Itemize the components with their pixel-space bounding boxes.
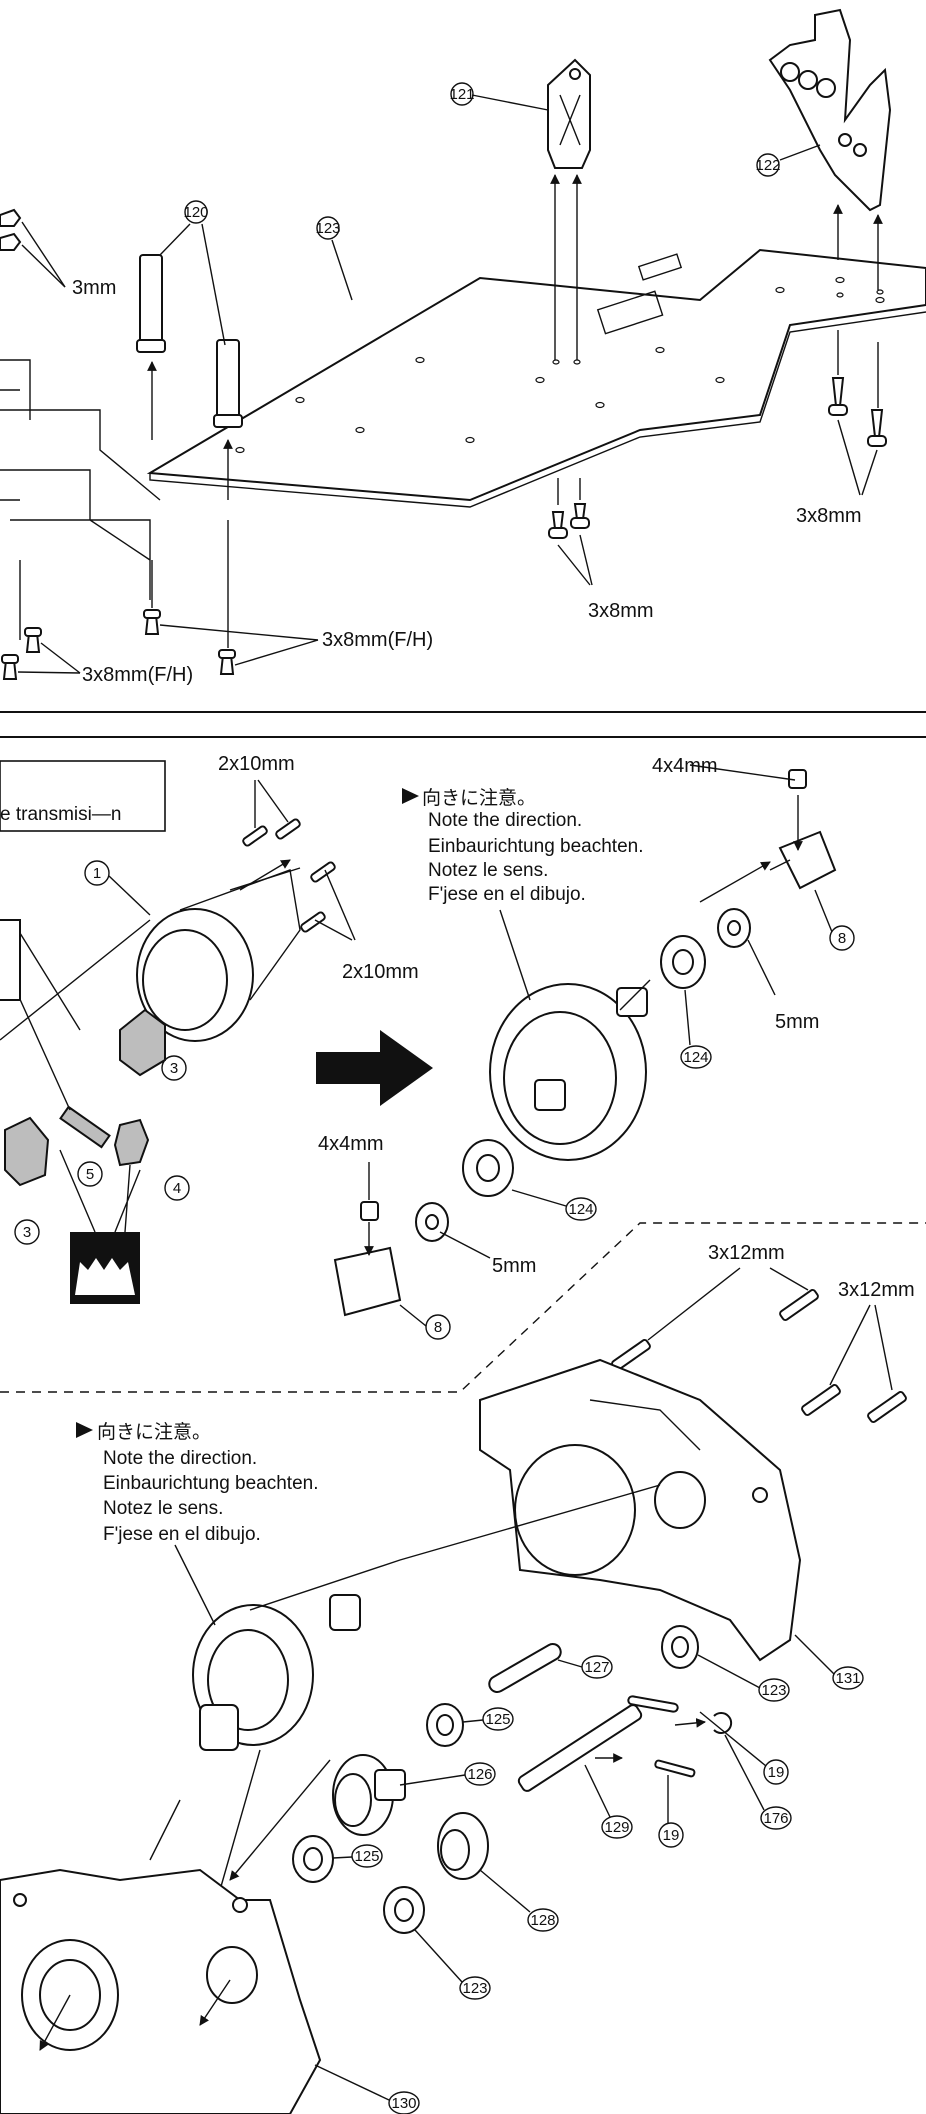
gearbox-half-131 (479, 1358, 802, 1662)
gear-126 (332, 1754, 406, 1836)
gearbox-section: 3x12mm 3x12mm 131 向きに注意。 Note the direct… (0, 1242, 915, 2114)
note1-de: Einbaurichtung beachten. (428, 836, 644, 857)
direction-arrow (316, 1030, 433, 1106)
circle-part-5: 5 (86, 1166, 94, 1183)
shaft-129 (517, 1704, 643, 1792)
part-131-label: 131 (835, 1670, 860, 1687)
screws-fh-bottom (1, 609, 236, 680)
part-122-mount (768, 8, 892, 212)
part-126-label: 126 (467, 1766, 492, 1783)
nut-3mm-label: 3mm (72, 277, 116, 299)
part-176-label: 176 (763, 1810, 788, 1827)
part-121-mount (547, 58, 591, 169)
screws-3x12 (611, 1289, 907, 1423)
part-19a-label: 19 (768, 1764, 785, 1781)
screws-3x8-right (828, 377, 887, 447)
screws-2x10 (242, 818, 336, 933)
screw-2x10-top-label: 2x10mm (218, 753, 295, 775)
part-19b-label: 19 (663, 1827, 680, 1844)
oval-part-124a: 124 (683, 1049, 708, 1066)
washer-5mm-right-label: 5mm (775, 1011, 819, 1033)
circle-part-8a: 8 (838, 930, 846, 947)
note2-en: Note the direction. (103, 1448, 257, 1469)
note2-fr: Notez le sens. (103, 1498, 223, 1519)
note2-jp: 向きに注意。 (97, 1421, 211, 1443)
grub-4x4-right-label: 4x4mm (652, 755, 718, 777)
note1-fr: Notez le sens. (428, 860, 548, 881)
note2-de: Einbaurichtung beachten. (103, 1473, 319, 1494)
note2-es: F'jese en el dibujo. (103, 1524, 261, 1545)
gearbox-half-130 (0, 1868, 322, 2114)
part-129-label: 129 (604, 1819, 629, 1836)
shaft-127 (488, 1643, 562, 1693)
part-125a-label: 125 (485, 1711, 510, 1728)
chassis-plate (146, 248, 926, 502)
grub-4x4-left-label: 4x4mm (318, 1133, 384, 1155)
screw-fh-left-label: 3x8mm(F/H) (82, 664, 193, 686)
screws-3x8-middle (548, 503, 590, 539)
note1-jp: 向きに注意。 (422, 787, 536, 809)
circle-part-1: 1 (93, 865, 101, 882)
screw-2x10-side-label: 2x10mm (342, 961, 419, 983)
screw-3x8-right-label: 3x8mm (796, 505, 862, 527)
screw-3x8-middle-label: 3x8mm (588, 600, 654, 622)
diff-housing (136, 867, 301, 1042)
part-130-label: 130 (391, 2095, 416, 2112)
part-127-label: 127 (584, 1659, 609, 1676)
info-box (0, 760, 166, 832)
note1-es: F'jese en el dibujo. (428, 884, 586, 905)
screw-3x12-right-label: 3x12mm (838, 1279, 915, 1301)
part-123a-label: 123 (761, 1682, 786, 1699)
part-label-123: 123 (315, 220, 340, 237)
circle-part-3b: 3 (23, 1224, 31, 1241)
bevel-gears (4, 1008, 166, 1187)
part-label-121: 121 (449, 86, 474, 103)
gear-128 (437, 1812, 489, 1880)
dashed-divider (0, 1222, 926, 1393)
cup-joint-left (333, 1246, 402, 1317)
circle-part-3a: 3 (170, 1060, 178, 1077)
part-128-label: 128 (530, 1912, 555, 1929)
cup-joint-right (778, 830, 837, 890)
part-label-122: 122 (755, 157, 780, 174)
circle-part-4: 4 (173, 1180, 181, 1197)
note1-en: Note the direction. (428, 810, 582, 831)
washer-5mm-left-label: 5mm (492, 1255, 536, 1277)
part-label-120: 120 (183, 204, 208, 221)
info-box-text: e transmisi—n (0, 804, 121, 825)
part-123b-label: 123 (462, 1980, 487, 1997)
screw-fh-right-label: 3x8mm(F/H) (322, 629, 433, 651)
differential-section: e transmisi—n 1 2x10mm 2x10mm (0, 753, 855, 1340)
oval-part-124b: 124 (568, 1201, 593, 1218)
assembled-differential (489, 983, 648, 1161)
part-125b-label: 125 (354, 1848, 379, 1865)
chassis-section: 121 122 123 120 3mm (0, 8, 926, 686)
part-120-posts (136, 254, 243, 428)
diff-assembly-bottom (192, 1594, 361, 1751)
screw-3x12-left-label: 3x12mm (708, 1242, 785, 1264)
circle-part-8b: 8 (434, 1319, 442, 1336)
